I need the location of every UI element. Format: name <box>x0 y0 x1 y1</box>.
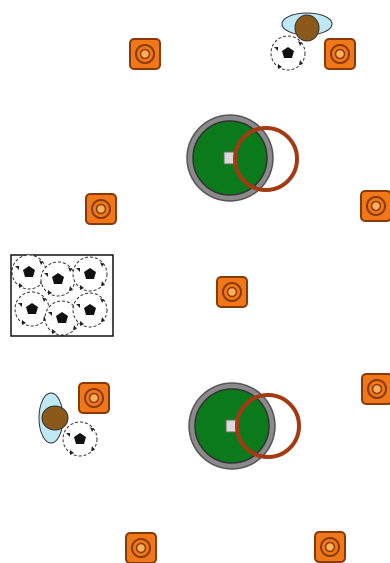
ball <box>73 257 107 291</box>
cone[interactable] <box>325 39 355 69</box>
cone[interactable] <box>315 532 345 562</box>
goal-circle-bottom[interactable] <box>189 383 299 469</box>
cone[interactable] <box>126 533 156 563</box>
ball-rack[interactable] <box>11 255 113 336</box>
ball[interactable] <box>271 36 305 70</box>
cone[interactable] <box>79 383 109 413</box>
cone[interactable] <box>86 194 116 224</box>
cone[interactable] <box>361 191 390 221</box>
ball <box>15 292 49 326</box>
goal-circle-top[interactable] <box>187 115 297 201</box>
ball <box>12 255 46 289</box>
cone[interactable] <box>362 374 390 404</box>
ball <box>73 293 107 327</box>
cone[interactable] <box>130 39 160 69</box>
ball <box>41 262 75 296</box>
cone[interactable] <box>217 277 247 307</box>
ball[interactable] <box>63 422 97 456</box>
